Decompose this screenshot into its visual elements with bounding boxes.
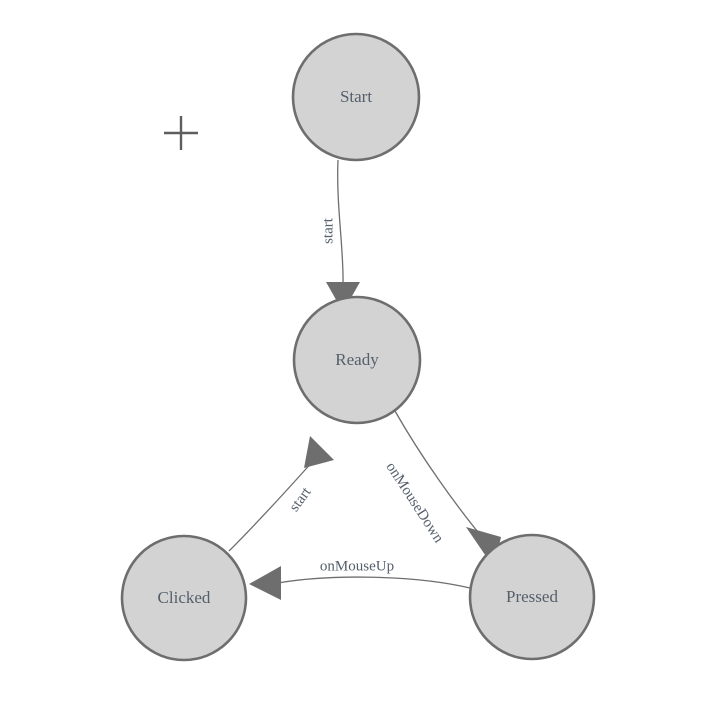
nodes-layer: Start Ready Clicked Pressed [120, 32, 596, 662]
node-shape[interactable] [292, 295, 422, 425]
edge-ready-to-pressed[interactable]: onMouseDown [383, 410, 501, 568]
node-shape[interactable] [291, 32, 421, 162]
node-clicked[interactable]: Clicked [120, 534, 248, 662]
edge-line [394, 410, 488, 544]
crosshair-marker[interactable] [164, 116, 198, 150]
edge-label-start-to-ready: start [320, 217, 336, 244]
node-start[interactable]: Start [291, 32, 421, 162]
node-shape[interactable] [120, 534, 248, 662]
edge-pressed-to-clicked[interactable]: onMouseUp [249, 558, 471, 600]
edge-clicked-to-ready[interactable]: start [228, 436, 334, 552]
arrowhead-icon [326, 282, 360, 312]
node-shape[interactable] [468, 533, 596, 661]
node-ready[interactable]: Ready [292, 295, 422, 425]
edge-label-pressed-to-clicked: onMouseUp [320, 558, 394, 574]
arrowhead-icon [304, 436, 334, 468]
edge-label-clicked-to-ready: start [286, 484, 315, 515]
node-pressed[interactable]: Pressed [468, 533, 596, 661]
edge-line [337, 159, 344, 286]
edge-line [277, 576, 471, 589]
edge-start-to-ready[interactable]: start [320, 159, 360, 312]
arrowhead-icon [249, 566, 281, 600]
edge-label-ready-to-pressed: onMouseDown [383, 460, 447, 547]
